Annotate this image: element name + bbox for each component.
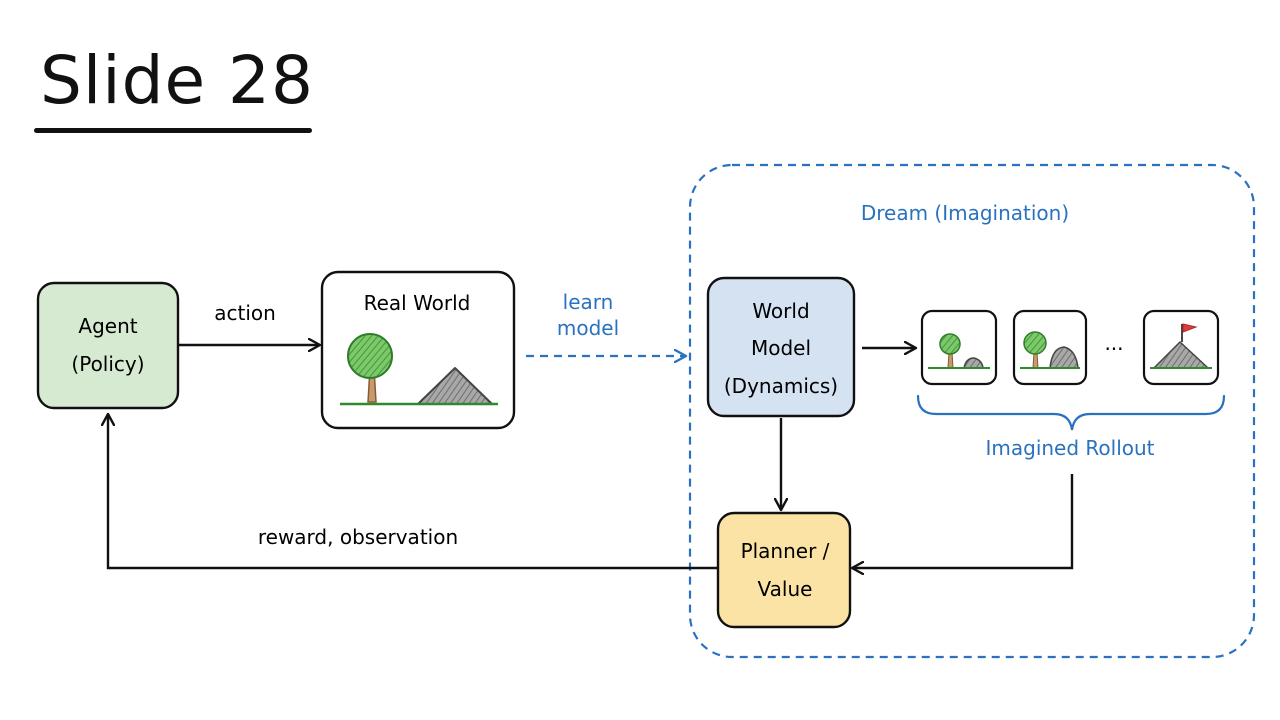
planner-label-line2: Value [758,577,813,601]
rollout-brace [916,394,1226,431]
flag-icon [1182,323,1198,333]
dream-region [688,163,1256,659]
rollout-frame-2 [1012,309,1088,386]
reward-observation-label: reward, observation [258,525,458,549]
agent-label-line2: (Policy) [71,352,144,376]
world-model-node[interactable]: World Model (Dynamics) [706,276,856,418]
agent-node[interactable]: Agent (Policy) [36,281,180,410]
rollout-frame-final [1142,309,1220,386]
rock-icon [963,357,984,369]
learn-model-label-line2: model [557,316,619,340]
world-model-label-line3: (Dynamics) [724,374,838,398]
planner-label-line1: Planner / [741,539,830,563]
real-world-title: Real World [364,291,471,315]
title-underline [34,128,312,133]
world-model-label-line2: Model [751,336,811,360]
imagined-rollout-label: Imagined Rollout [985,436,1154,460]
dream-region-label: Dream (Imagination) [861,201,1069,225]
real-world-node[interactable]: Real World [320,270,516,430]
world-model-label-line1: World [752,299,809,323]
real-world-tree-icon [347,333,393,403]
slide-title: Slide 28 [40,42,315,119]
tree-icon [939,333,961,355]
rollout-to-planner-arrow [852,474,1074,568]
action-label: action [214,301,276,325]
rollout-frame-1 [920,309,998,386]
agent-label-line1: Agent [78,314,137,338]
learn-model-label-line1: learn [563,290,614,314]
planner-node[interactable]: Planner / Value [716,511,852,629]
rock-icon [1049,346,1079,369]
tree-icon [1023,331,1047,355]
rollout-ellipsis: ... [1104,331,1123,355]
reward-observation-arrow [108,414,718,570]
